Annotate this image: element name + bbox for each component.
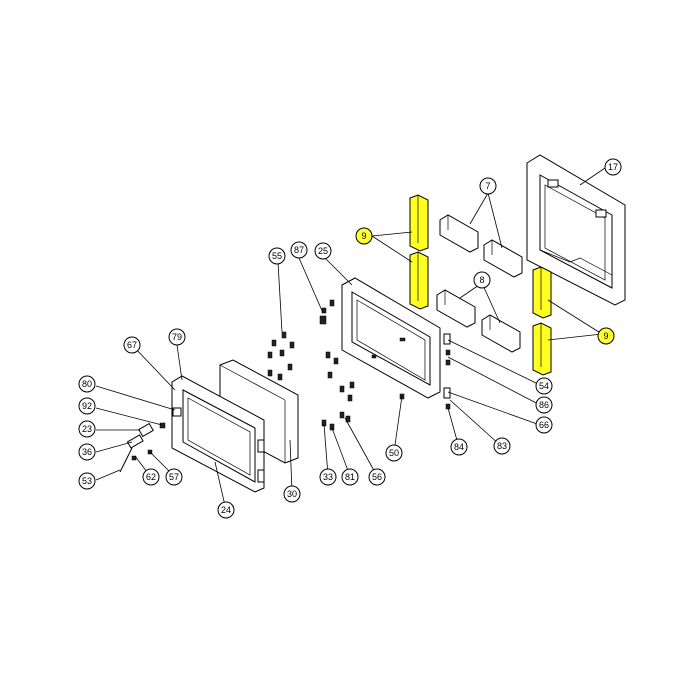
svg-text:87: 87 bbox=[294, 245, 304, 255]
svg-text:30: 30 bbox=[287, 489, 297, 499]
callout-79: 79 bbox=[168, 328, 186, 346]
svg-text:8: 8 bbox=[479, 275, 484, 285]
svg-text:53: 53 bbox=[82, 476, 92, 486]
part-7-upper-bricks bbox=[439, 214, 523, 278]
svg-text:79: 79 bbox=[172, 332, 182, 342]
callout-66: 66 bbox=[535, 416, 553, 434]
callout-55: 55 bbox=[268, 247, 286, 265]
svg-text:50: 50 bbox=[389, 448, 399, 458]
part-25-inner-frame bbox=[341, 277, 441, 399]
svg-text:62: 62 bbox=[146, 472, 156, 482]
callout-9-left: 9 bbox=[355, 227, 373, 245]
callout-53: 53 bbox=[78, 472, 96, 490]
callout-80: 80 bbox=[78, 375, 96, 393]
leader-lines bbox=[95, 167, 606, 511]
svg-text:17: 17 bbox=[608, 162, 618, 172]
callout-87: 87 bbox=[290, 241, 308, 259]
callout-33: 33 bbox=[319, 468, 337, 486]
callout-17: 17 bbox=[604, 158, 622, 176]
svg-text:23: 23 bbox=[82, 424, 92, 434]
callout-50: 50 bbox=[385, 444, 403, 462]
callout-67: 67 bbox=[123, 336, 141, 354]
svg-text:24: 24 bbox=[221, 505, 231, 515]
svg-text:84: 84 bbox=[454, 442, 464, 452]
callout-86: 86 bbox=[535, 396, 553, 414]
callout-92: 92 bbox=[78, 397, 96, 415]
callout-57: 57 bbox=[165, 468, 183, 486]
svg-text:66: 66 bbox=[539, 420, 549, 430]
callout-54: 54 bbox=[535, 377, 553, 395]
callout-62: 62 bbox=[142, 468, 160, 486]
callout-8: 8 bbox=[473, 271, 491, 289]
callout-81: 81 bbox=[341, 468, 359, 486]
svg-text:92: 92 bbox=[82, 401, 92, 411]
callout-36: 36 bbox=[78, 443, 96, 461]
svg-text:36: 36 bbox=[82, 447, 92, 457]
svg-text:9: 9 bbox=[603, 331, 608, 341]
callout-83: 83 bbox=[493, 437, 511, 455]
callout-23: 23 bbox=[78, 420, 96, 438]
callout-30: 30 bbox=[283, 485, 301, 503]
callout-84: 84 bbox=[450, 438, 468, 456]
part-8-lower-bricks bbox=[436, 289, 521, 353]
callout-7: 7 bbox=[479, 177, 497, 195]
svg-text:9: 9 bbox=[361, 231, 366, 241]
svg-text:33: 33 bbox=[323, 472, 333, 482]
part-17-rear-housing bbox=[526, 154, 626, 306]
svg-text:67: 67 bbox=[127, 340, 137, 350]
callout-9-right: 9 bbox=[597, 327, 615, 345]
svg-text:80: 80 bbox=[82, 379, 92, 389]
callout-25: 25 bbox=[314, 242, 332, 260]
part-9-side-bricks-right bbox=[532, 266, 552, 376]
callouts: 17 7 9 87 55 25 8 9 67 79 54 86 80 66 92… bbox=[78, 158, 622, 519]
part-9-side-bricks-left bbox=[409, 194, 429, 310]
svg-text:25: 25 bbox=[318, 246, 328, 256]
svg-text:55: 55 bbox=[272, 251, 282, 261]
callout-24: 24 bbox=[217, 501, 235, 519]
svg-text:54: 54 bbox=[539, 381, 549, 391]
svg-text:86: 86 bbox=[539, 400, 549, 410]
svg-text:56: 56 bbox=[372, 472, 382, 482]
part-24-outer-door-frame bbox=[171, 375, 265, 493]
svg-text:7: 7 bbox=[485, 181, 490, 191]
svg-text:57: 57 bbox=[169, 472, 179, 482]
callout-56: 56 bbox=[368, 468, 386, 486]
svg-text:81: 81 bbox=[345, 472, 355, 482]
svg-text:83: 83 bbox=[497, 441, 507, 451]
